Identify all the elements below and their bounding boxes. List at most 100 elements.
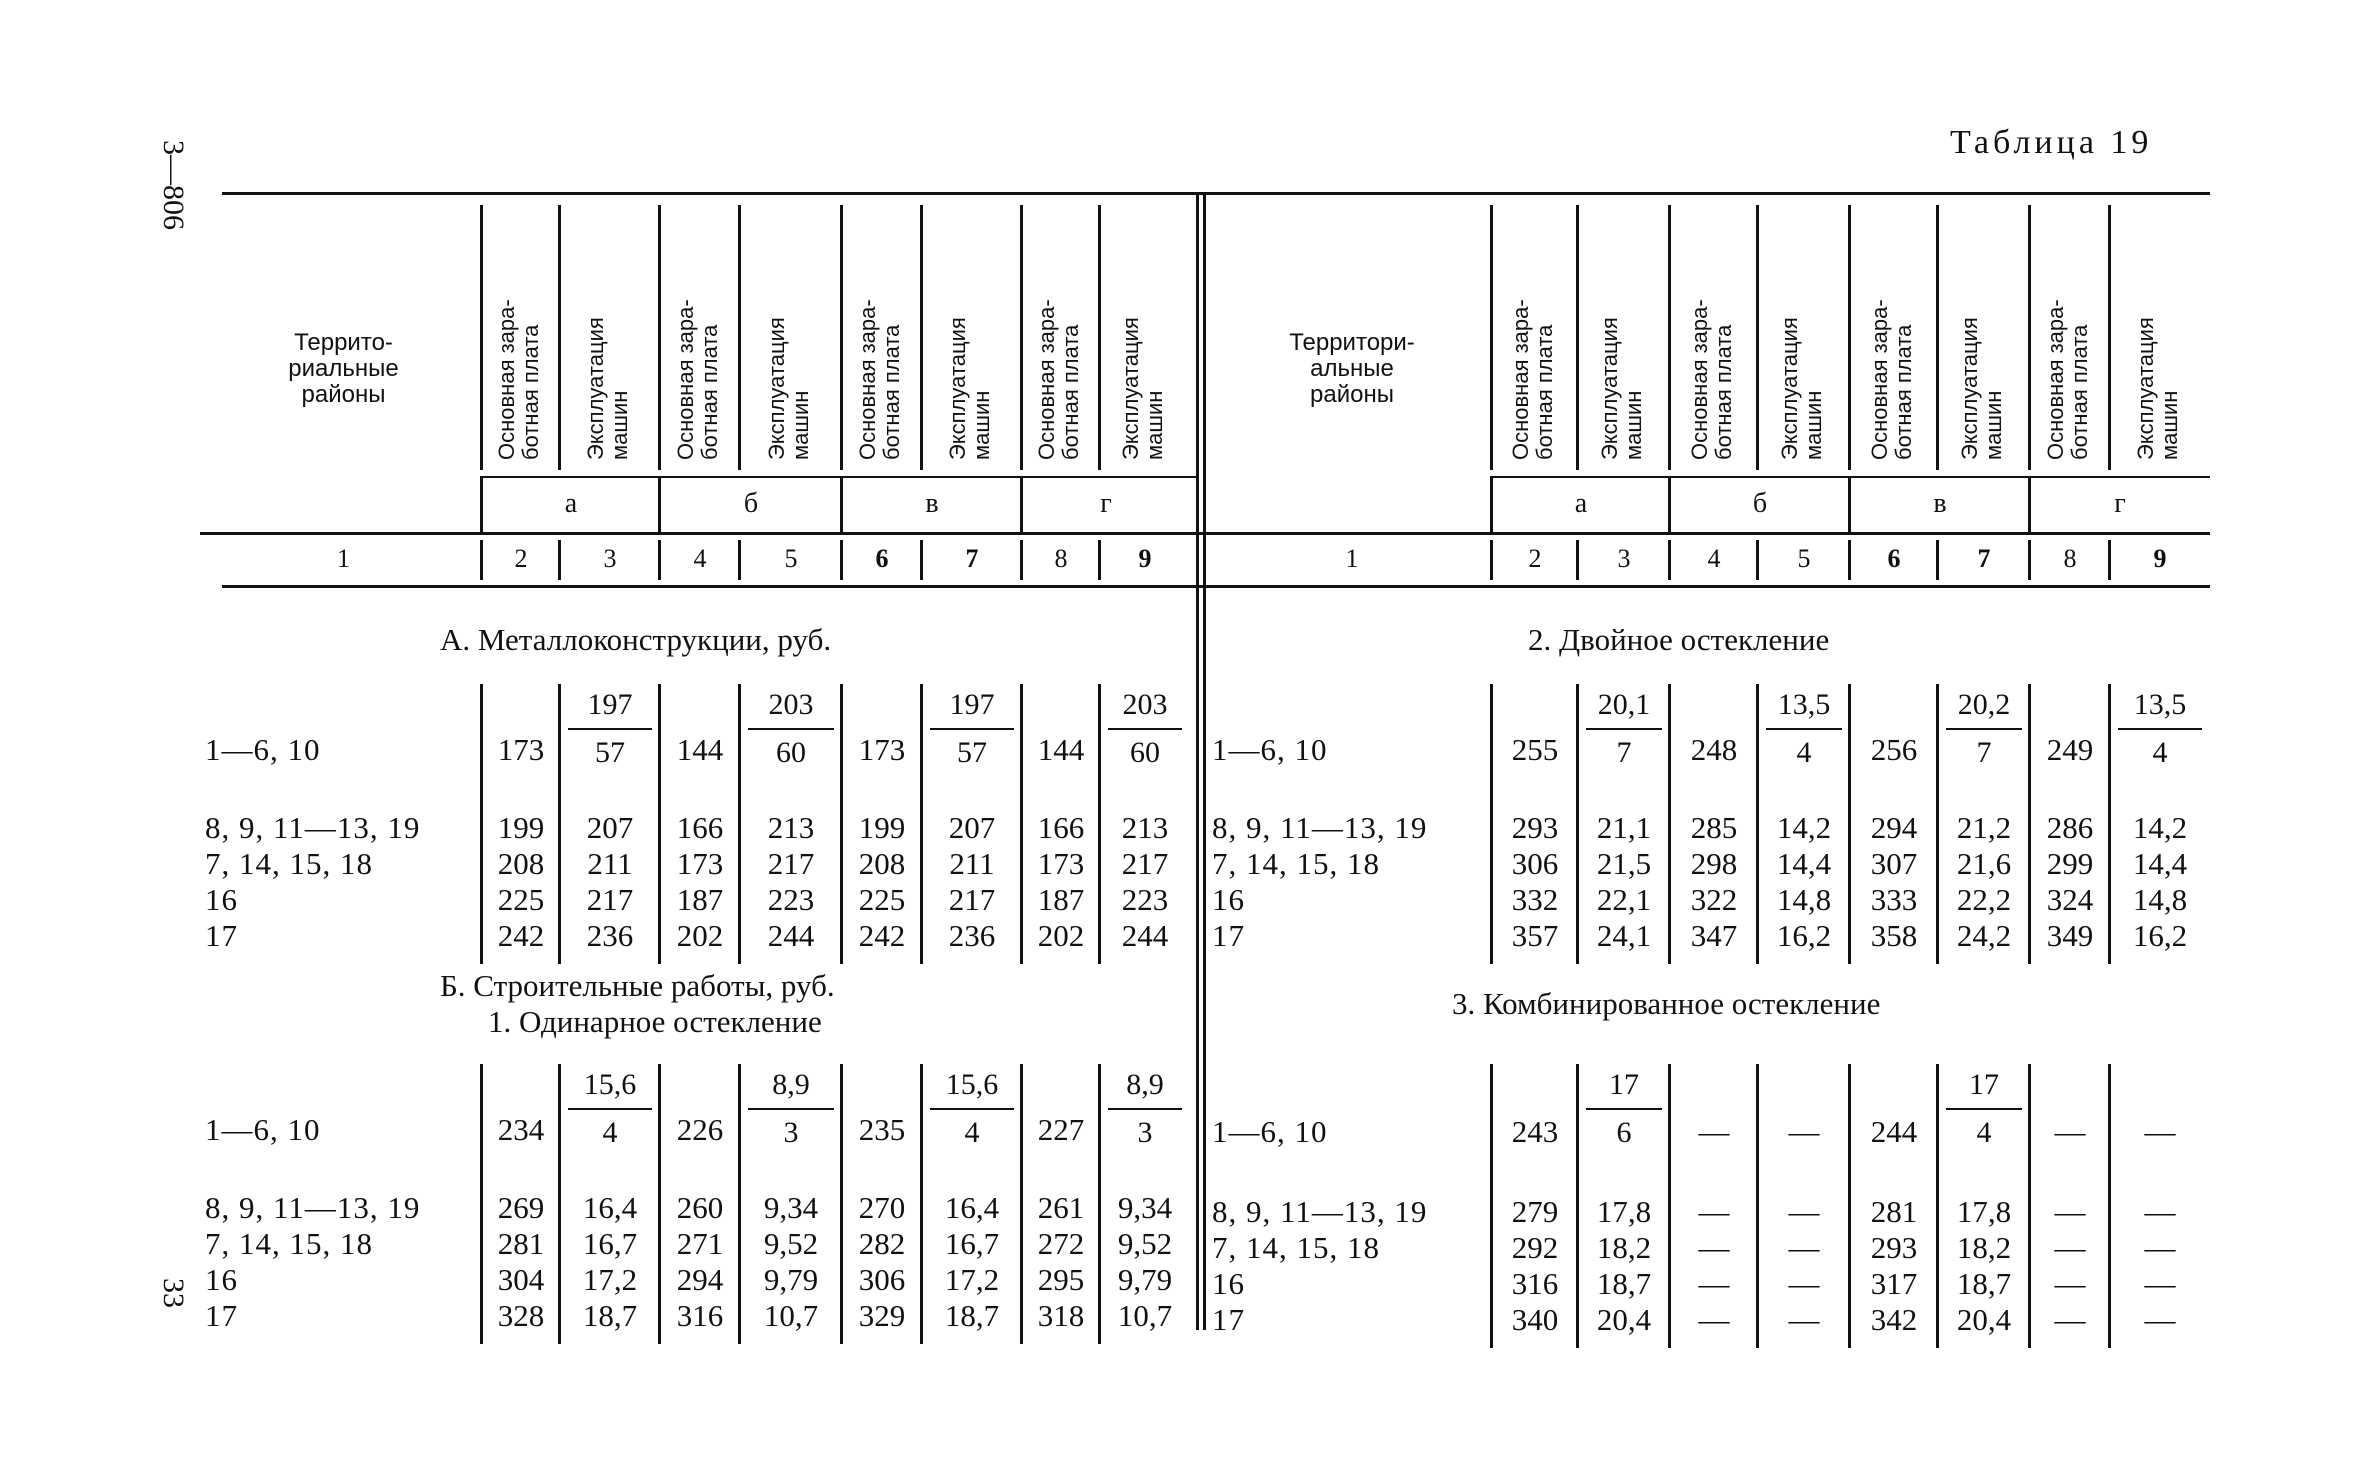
- number-line: [1576, 540, 1579, 580]
- double-glazing-cell: 16,2: [2132, 918, 2188, 953]
- single-glazing-cell: 18,7: [582, 1298, 638, 1333]
- group-rule-left: [480, 476, 1198, 478]
- double-glazing-cell: 256: [1870, 732, 1918, 767]
- section-combined-glazing: 3. Комбинированное остекление: [1452, 986, 1881, 1021]
- single-glazing-cell: 271: [676, 1226, 724, 1261]
- single-glazing-cell: 16,7: [944, 1226, 1000, 1261]
- group-line: [840, 478, 843, 532]
- metal-cell: 244: [767, 918, 815, 953]
- metal-cell: 199: [497, 810, 545, 845]
- double-glazing-cell: 14,2: [2132, 810, 2188, 845]
- double-glazing-cell: 347: [1690, 918, 1738, 953]
- fraction-bar: [1946, 728, 2022, 730]
- fraction-bar: [748, 1108, 834, 1110]
- combined-glazing-cell: 20,4: [1956, 1302, 2012, 1337]
- single-glazing-cell: 9,52: [763, 1226, 819, 1261]
- denominator: 3: [1137, 1116, 1153, 1149]
- center-divider-2: [1203, 192, 1206, 1330]
- column-number: 4: [1707, 544, 1721, 573]
- group-letter: в: [1933, 488, 1947, 519]
- number-line: [1020, 540, 1023, 580]
- single-glazing-cell: 261: [1037, 1190, 1085, 1225]
- numerator: 13,5: [2133, 688, 2187, 721]
- combined-glazing-cell: —: [1788, 1266, 1820, 1301]
- numerator: 17: [1969, 1068, 1999, 1101]
- header-base-pay: Основная зара- ботная плата: [1867, 299, 1916, 460]
- table-col-line: [1576, 1064, 1579, 1348]
- fraction-bar: [568, 728, 652, 730]
- section-construction: Б. Строительные работы, руб.: [440, 968, 835, 1003]
- numerator: 15,6: [583, 1068, 637, 1101]
- combined-glazing-cell: 244: [1870, 1114, 1918, 1149]
- double-glazing-cell: 21,5: [1596, 846, 1652, 881]
- group-letter: г: [2114, 488, 2126, 519]
- double-glazing-cell: 333: [1870, 882, 1918, 917]
- number-line: [920, 540, 923, 580]
- denominator: 57: [595, 736, 625, 769]
- denominator: 4: [1976, 1116, 1992, 1149]
- header-col-line: [1936, 205, 1939, 470]
- group-line: [658, 478, 661, 532]
- combined-glazing-cell: 316: [1511, 1266, 1559, 1301]
- number-line: [1756, 540, 1759, 580]
- column-number: 8: [2063, 544, 2077, 573]
- section-single-glazing: 1. Одинарное остекление: [488, 1004, 822, 1039]
- metal-row-label: 8, 9, 11—13, 19: [205, 810, 421, 845]
- header-col-line: [2108, 205, 2111, 470]
- number-line: [1098, 540, 1101, 580]
- header-machines: Эксплуатация машин: [1957, 317, 2006, 460]
- metal-row-label: 16: [205, 882, 238, 917]
- header-col-line: [920, 205, 923, 470]
- header-col-line: [1756, 205, 1759, 470]
- table-col-line: [1098, 1064, 1101, 1344]
- double-glazing-cell: 14,4: [2132, 846, 2188, 881]
- single-glazing-cell: 16,4: [582, 1190, 638, 1225]
- metal-cell: 173: [858, 732, 906, 767]
- double-glazing-cell: 16,2: [1776, 918, 1832, 953]
- side-code: 3—806: [157, 140, 190, 230]
- table-col-line: [2108, 1064, 2111, 1348]
- combined-glazing-cell: 18,7: [1596, 1266, 1652, 1301]
- combined-glazing-cell: —: [1788, 1194, 1820, 1229]
- combined-glazing-cell: 243: [1511, 1114, 1559, 1149]
- fraction-bar: [1586, 1108, 1662, 1110]
- double-glazing-cell: 322: [1690, 882, 1738, 917]
- denominator: 4: [602, 1116, 618, 1149]
- table-title: Таблица 19: [1950, 124, 2153, 161]
- double-glazing-row-label: 16: [1212, 882, 1245, 917]
- metal-cell: 208: [497, 846, 545, 881]
- combined-glazing-cell: —: [2054, 1230, 2086, 1265]
- denominator: 4: [1796, 736, 1812, 769]
- single-glazing-cell: 9,52: [1117, 1226, 1173, 1261]
- header-col-line: [658, 205, 661, 470]
- combined-glazing-row-label: 8, 9, 11—13, 19: [1212, 1194, 1428, 1229]
- denominator: 60: [776, 736, 806, 769]
- metal-cell: 225: [497, 882, 545, 917]
- double-glazing-cell: 21,2: [1956, 810, 2012, 845]
- combined-glazing-cell: 17,8: [1596, 1194, 1652, 1229]
- group-letter: б: [1752, 488, 1768, 519]
- metal-cell: 213: [767, 810, 815, 845]
- fraction-bar: [1766, 728, 1842, 730]
- metal-cell: 244: [1121, 918, 1169, 953]
- column-number: 7: [965, 544, 979, 573]
- header-machines: Эксплуатация машин: [945, 317, 994, 460]
- double-glazing-cell: 286: [2046, 810, 2094, 845]
- metal-cell: 223: [767, 882, 815, 917]
- metal-cell: 173: [497, 732, 545, 767]
- header-base-pay: Основная зара- ботная плата: [1508, 299, 1557, 460]
- table-col-line: [1848, 1064, 1851, 1348]
- combined-glazing-cell: —: [2144, 1302, 2176, 1337]
- double-glazing-cell: 332: [1511, 882, 1559, 917]
- combined-glazing-cell: —: [1698, 1230, 1730, 1265]
- group-letter: а: [1574, 488, 1588, 519]
- combined-glazing-cell: —: [1788, 1230, 1820, 1265]
- number-line: [1490, 540, 1493, 580]
- number-line: [658, 540, 661, 580]
- single-glazing-cell: 295: [1037, 1262, 1085, 1297]
- double-glazing-cell: 306: [1511, 846, 1559, 881]
- double-glazing-cell: 255: [1511, 732, 1559, 767]
